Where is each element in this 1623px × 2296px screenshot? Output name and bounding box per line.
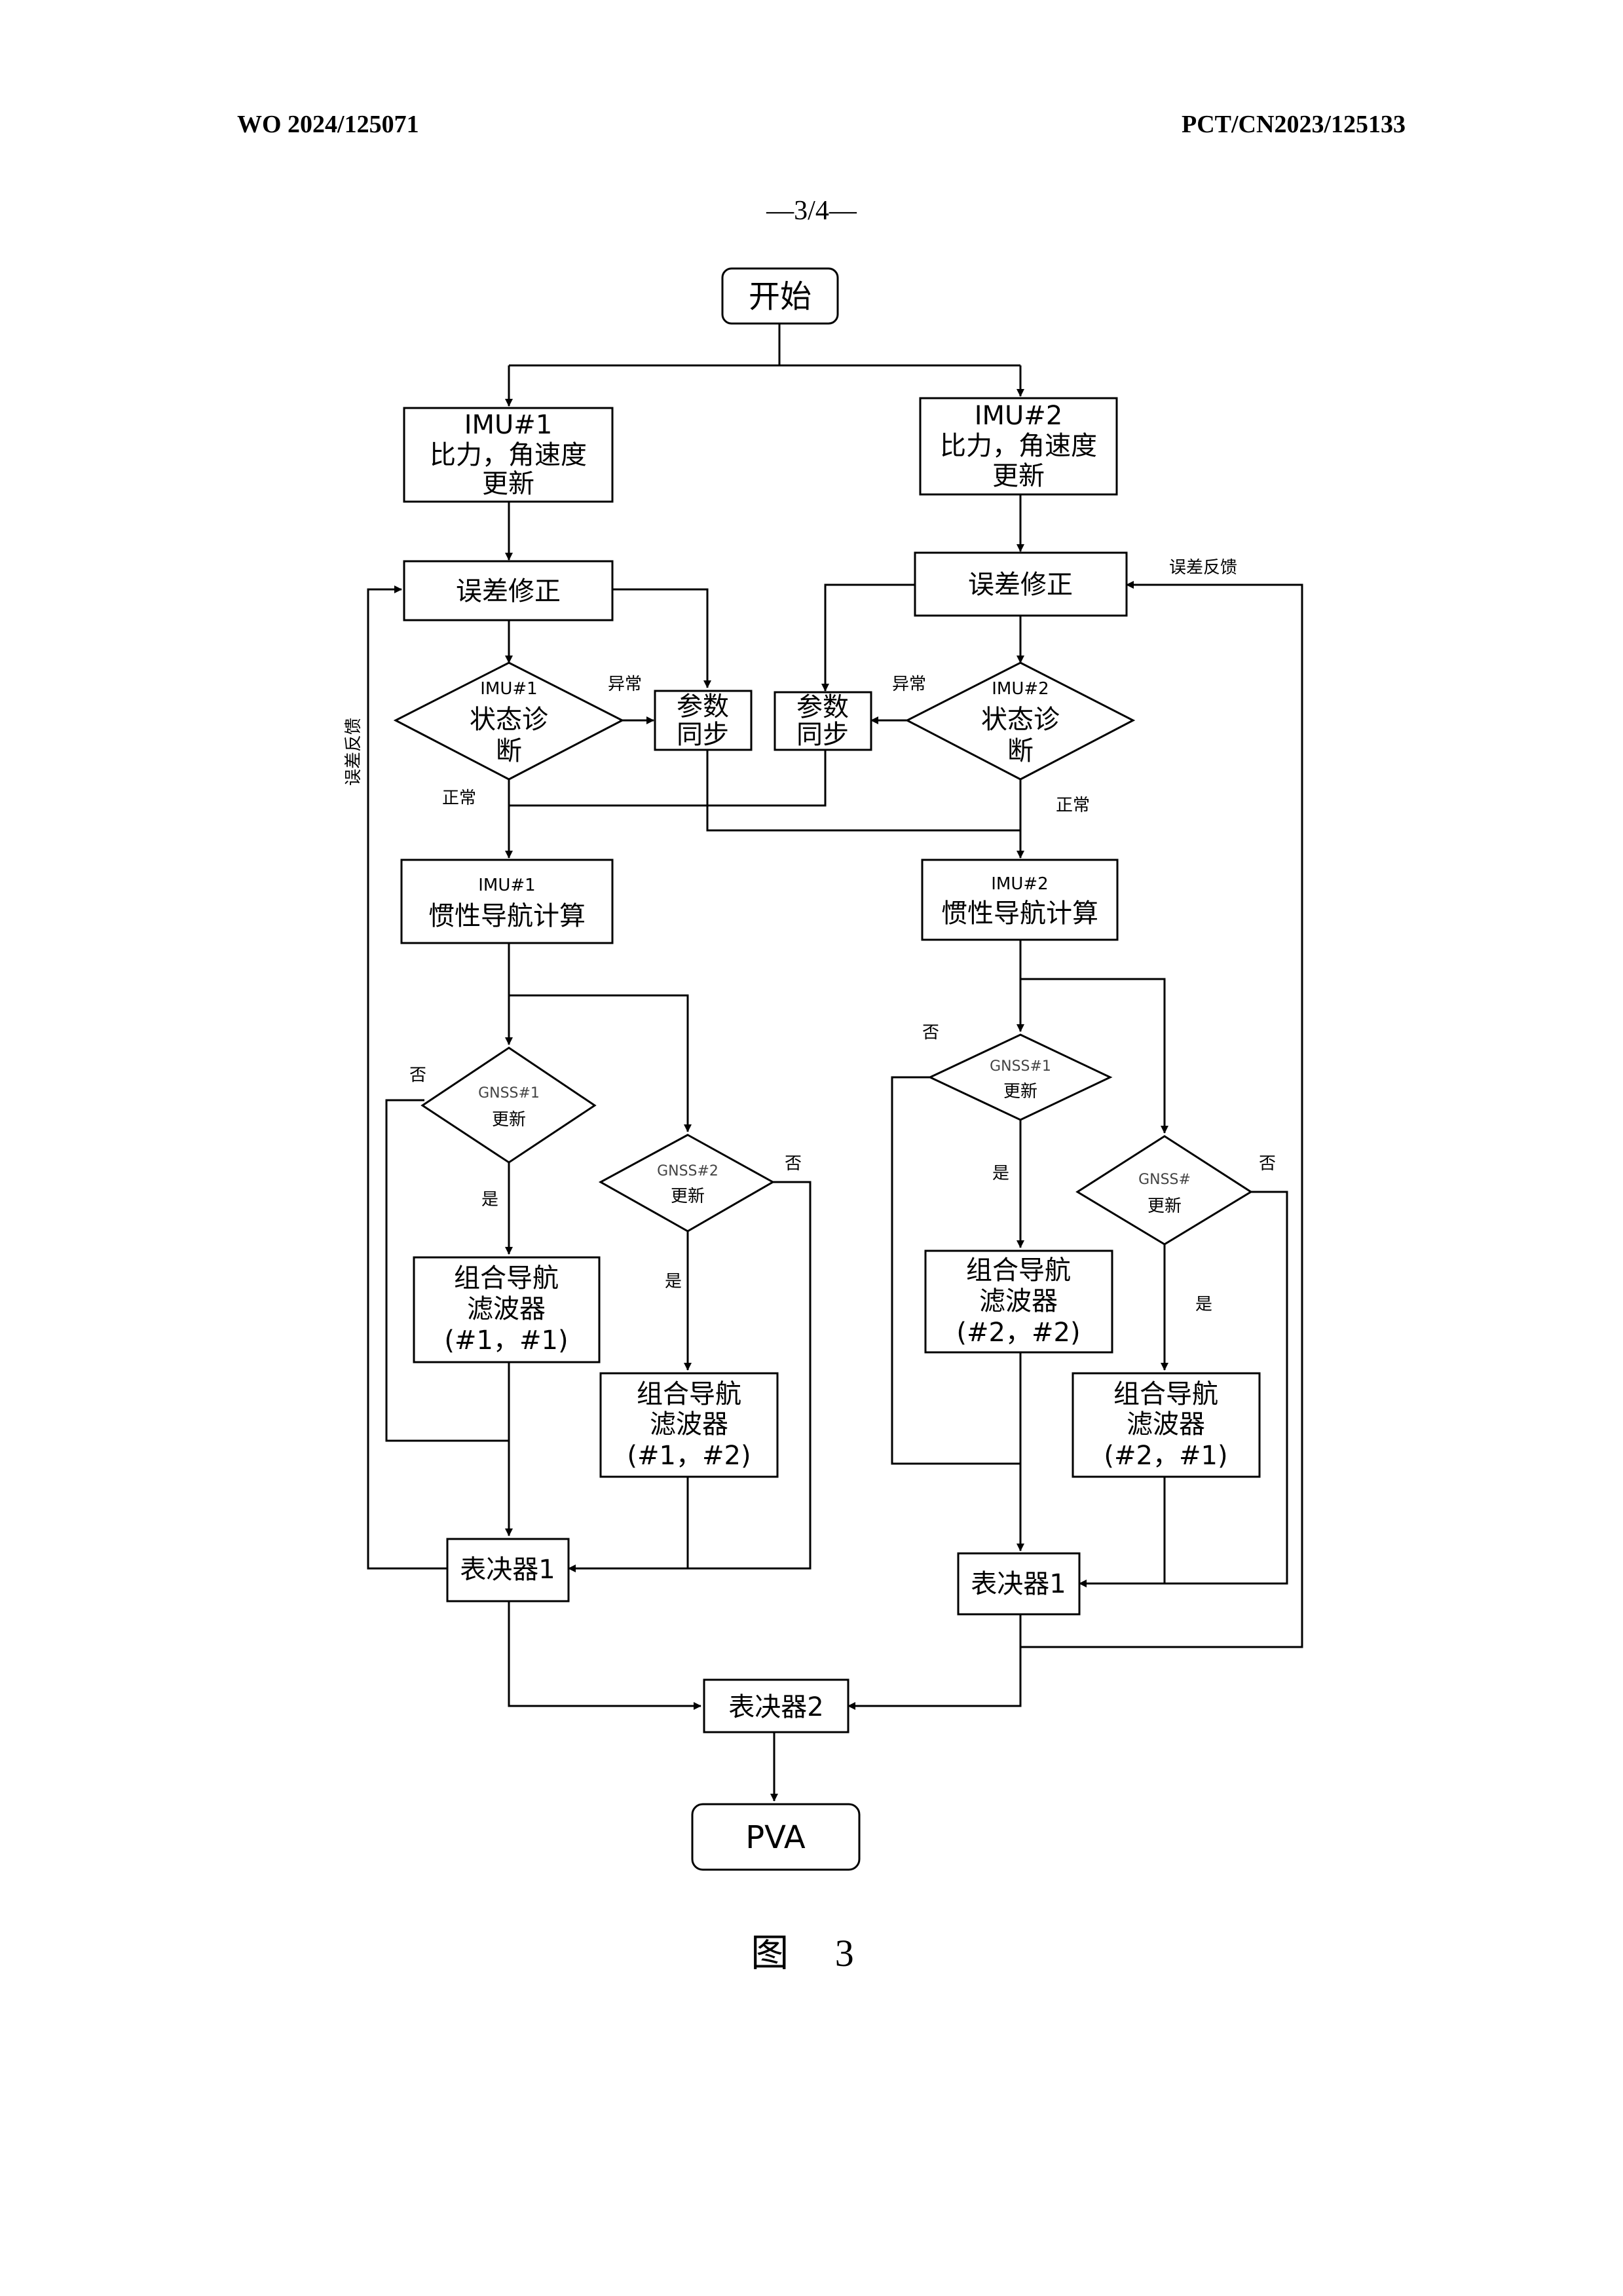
yes-label-1: 是 — [481, 1190, 498, 1210]
imu1-update-box: IMU#1 比力，角速度 更新 — [403, 407, 614, 503]
gnss-2-1-line2: 更新 — [1003, 1082, 1037, 1102]
application-number: PCT/CN2023/125133 — [1182, 111, 1406, 138]
imu1-update-line2: 比力，角速度 — [430, 440, 587, 470]
pva-output: PVA — [691, 1803, 861, 1871]
filter-1-1-line1: 组合导航 — [454, 1263, 559, 1293]
error-correction-2-label: 误差修正 — [968, 570, 1073, 600]
normal-label-2: 正常 — [1056, 796, 1090, 815]
voter-2-label: 表决器2 — [728, 1692, 823, 1722]
gnss-2-2-line1: GNSS# — [1138, 1172, 1191, 1188]
imu2-update-line1: IMU#2 — [975, 401, 1063, 431]
param-sync-2: 参数 同步 — [774, 691, 872, 751]
filter-1-2-line3: (#1，#2) — [627, 1441, 751, 1471]
gnss-1-2-diamond: GNSS#2 更新 — [598, 1134, 775, 1232]
param-sync-1: 参数 同步 — [654, 690, 753, 751]
gnss-2-1-diamond: GNSS#1 更新 — [927, 1033, 1113, 1121]
no-label-4: 否 — [1259, 1154, 1276, 1174]
abnormal-label-1: 异常 — [608, 675, 642, 694]
no-label-3: 否 — [922, 1023, 939, 1043]
param-sync-2-line2: 同步 — [796, 720, 849, 750]
filter-2-2-line2: 滤波器 — [979, 1286, 1058, 1316]
gnss-2-1-line1: GNSS#1 — [990, 1058, 1051, 1075]
imu2-update-box: IMU#2 比力，角速度 更新 — [919, 397, 1118, 496]
imu2-update-line3: 更新 — [992, 461, 1045, 491]
diag-2-diamond: IMU#2 状态诊 断 — [905, 661, 1136, 781]
gnss-2-2-line2: 更新 — [1147, 1196, 1182, 1216]
diag-2-line3: 断 — [1007, 736, 1034, 766]
voter-1-left-label: 表决器1 — [460, 1555, 555, 1585]
start-label: 开始 — [749, 278, 811, 315]
gnss-1-2-line1: GNSS#2 — [657, 1163, 718, 1179]
filter-1-1-line2: 滤波器 — [467, 1294, 546, 1324]
error-correction-1-label: 误差修正 — [456, 576, 561, 606]
diag-2-line1: IMU#2 — [992, 679, 1049, 699]
ins-2-box: IMU#2 惯性导航计算 — [921, 859, 1119, 941]
feedback-label-right: 误差反馈 — [1169, 558, 1237, 578]
param-sync-2-line1: 参数 — [796, 692, 849, 722]
gnss-1-1-diamond: GNSS#1 更新 — [420, 1046, 597, 1164]
ins-2-line2: 惯性导航计算 — [941, 898, 1098, 929]
filter-2-1-line3: (#2，#1) — [1104, 1441, 1227, 1471]
filter-2-1-line2: 滤波器 — [1127, 1409, 1205, 1439]
publication-number: WO 2024/125071 — [237, 111, 419, 138]
imu1-update-line1: IMU#1 — [464, 410, 553, 440]
diag-1-line1: IMU#1 — [480, 679, 537, 699]
no-label-2: 否 — [785, 1154, 802, 1174]
feedback-label-left: 误差反馈 — [344, 718, 364, 786]
page-number: —3/4— — [766, 196, 857, 226]
filter-1-1-box: 组合导航 滤波器 (#1，#1) — [413, 1256, 601, 1363]
no-label-1: 否 — [409, 1065, 426, 1085]
filter-2-1-line1: 组合导航 — [1113, 1379, 1218, 1409]
param-sync-1-line1: 参数 — [677, 692, 729, 722]
ins-2-line1: IMU#2 — [991, 874, 1048, 894]
yes-label-2: 是 — [665, 1272, 682, 1291]
filter-1-2-line2: 滤波器 — [650, 1409, 728, 1439]
pva-label: PVA — [745, 1819, 806, 1856]
error-correction-2: 误差修正 — [914, 551, 1128, 617]
gnss-2-2-diamond: GNSS# 更新 — [1075, 1135, 1253, 1246]
filter-2-2-line3: (#2，#2) — [956, 1318, 1080, 1348]
filter-1-2-line1: 组合导航 — [637, 1379, 741, 1409]
filter-1-2-box: 组合导航 滤波器 (#1，#2) — [599, 1372, 779, 1478]
filter-2-2-line1: 组合导航 — [966, 1255, 1071, 1286]
gnss-1-1-line1: GNSS#1 — [478, 1085, 540, 1102]
normal-label-1: 正常 — [442, 788, 476, 808]
gnss-1-1-line2: 更新 — [492, 1110, 526, 1130]
filter-2-2-box: 组合导航 滤波器 (#2，#2) — [924, 1250, 1113, 1354]
abnormal-label-2: 异常 — [892, 675, 926, 694]
figure-caption: 图 3 — [751, 1932, 872, 1974]
gnss-1-2-line2: 更新 — [671, 1187, 705, 1206]
param-sync-1-line2: 同步 — [677, 720, 729, 750]
ins-1-line1: IMU#1 — [478, 876, 535, 895]
voter-1-right: 表决器1 — [957, 1552, 1081, 1616]
voter-1-right-label: 表决器1 — [971, 1569, 1066, 1599]
voter-2: 表决器2 — [703, 1678, 849, 1733]
diag-1-diamond: IMU#1 状态诊 断 — [393, 661, 625, 781]
imu2-update-line2: 比力，角速度 — [940, 431, 1097, 461]
filter-2-1-box: 组合导航 滤波器 (#2，#1) — [1072, 1372, 1261, 1478]
ins-1-box: IMU#1 惯性导航计算 — [400, 859, 614, 944]
voter-1-left: 表决器1 — [446, 1538, 570, 1602]
filter-1-1-line3: (#1，#1) — [444, 1325, 568, 1356]
error-correction-1: 误差修正 — [403, 560, 614, 621]
yes-label-3: 是 — [992, 1164, 1009, 1183]
diag-1-line2: 状态诊 — [470, 705, 548, 735]
ins-1-line2: 惯性导航计算 — [428, 901, 586, 931]
start-node: 开始 — [721, 267, 839, 325]
imu1-update-line3: 更新 — [482, 469, 534, 499]
connectors — [367, 324, 1303, 1802]
diag-2-line2: 状态诊 — [981, 705, 1060, 735]
yes-label-4: 是 — [1195, 1295, 1212, 1314]
diag-1-line3: 断 — [496, 736, 522, 766]
